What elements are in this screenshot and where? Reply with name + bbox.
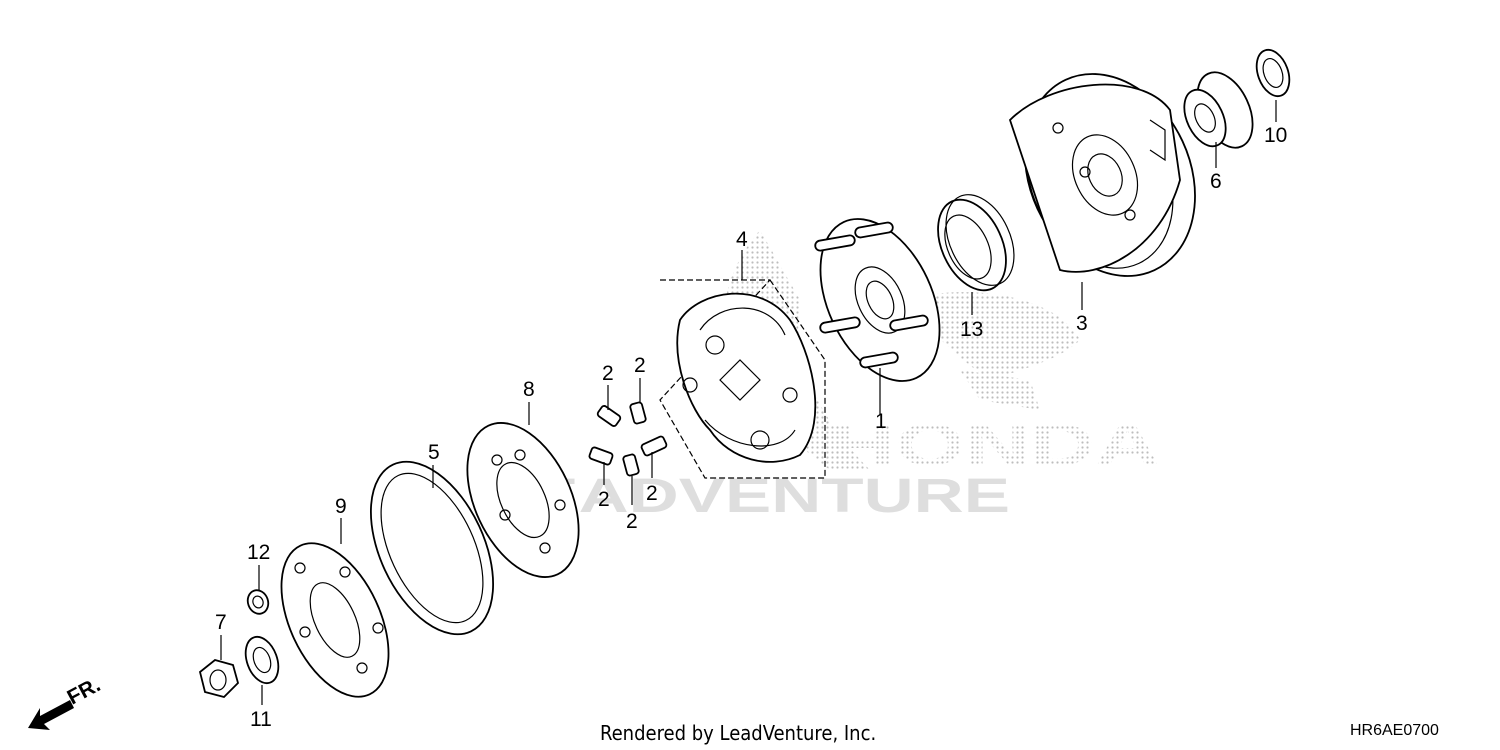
part-10-washer	[1255, 48, 1291, 98]
part-11-washer	[244, 635, 280, 685]
callout-11: 11	[250, 708, 272, 731]
watermark-brand-text: HONDA	[830, 413, 1160, 478]
callout-13: 13	[960, 318, 983, 341]
callout-9: 9	[335, 495, 347, 518]
part-6-gear	[1183, 71, 1254, 149]
part-5-ring	[370, 460, 494, 636]
callout-2e: 2	[626, 510, 638, 533]
callout-8: 8	[523, 378, 535, 401]
callout-4: 4	[736, 228, 748, 251]
diagram-code: HR6AE0700	[1350, 722, 1439, 739]
callout-3: 3	[1076, 312, 1088, 335]
part-7-nut	[198, 659, 240, 699]
callout-2a: 2	[602, 362, 614, 385]
callout-2d: 2	[646, 482, 658, 505]
rendered-by-credit: Rendered by LeadVenture, Inc.	[600, 721, 876, 745]
part-8-plate	[466, 422, 580, 578]
callout-5: 5	[428, 441, 440, 464]
callout-2c: 2	[598, 488, 610, 511]
callout-2b: 2	[634, 354, 646, 377]
front-arrow-icon	[28, 700, 74, 730]
part-9-plate	[280, 542, 390, 698]
callout-7: 7	[215, 611, 227, 634]
part-1-drive-plate	[814, 218, 941, 382]
part-2-springs	[588, 401, 668, 477]
part-3-clutch-outer	[1008, 73, 1196, 277]
callout-10: 10	[1264, 124, 1287, 147]
callout-6: 6	[1210, 170, 1222, 193]
part-13-one-way-clutch	[937, 194, 1015, 292]
callout-1: 1	[875, 410, 887, 433]
leader-lines	[220, 100, 1277, 705]
part-12-washer	[246, 589, 270, 615]
part-4-clutch-weights	[659, 279, 826, 479]
callout-12: 12	[247, 541, 270, 564]
callout-labels: 1 3 4 5 6 7 8 9 10 11 12 13 2 2 2 2 2	[215, 124, 1287, 731]
front-direction-indicator: FR.	[28, 673, 104, 730]
